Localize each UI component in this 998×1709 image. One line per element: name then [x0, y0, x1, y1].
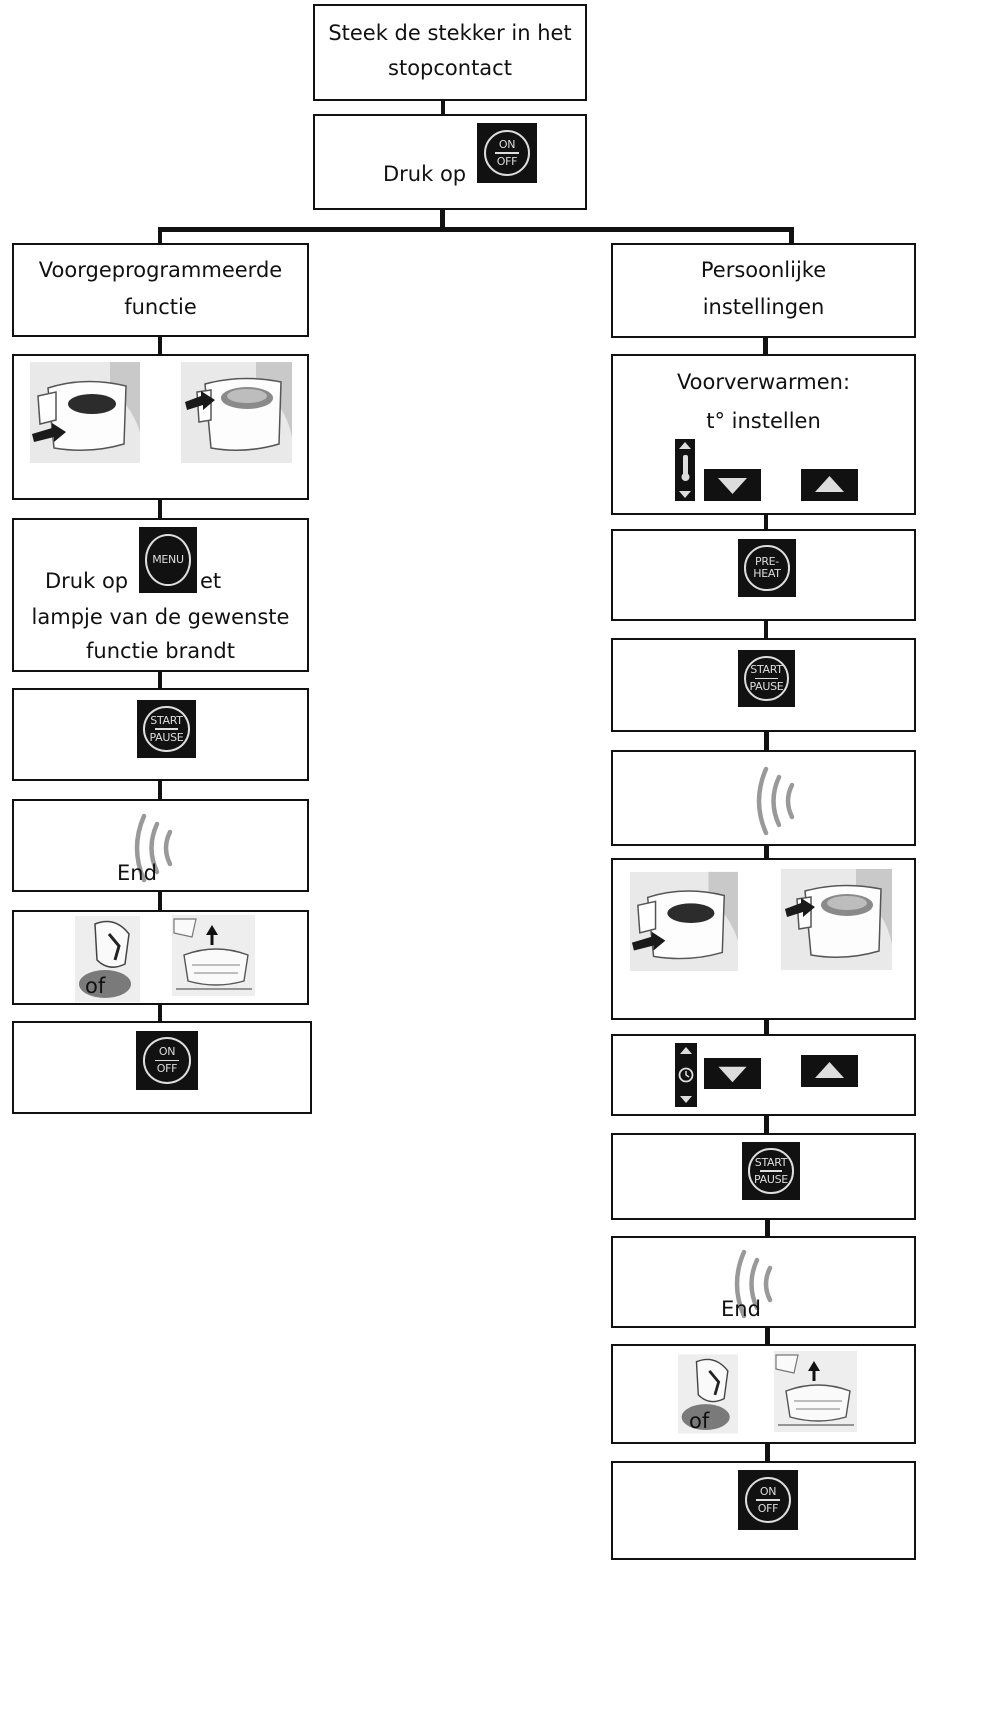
right-header-line1: Persoonlijke	[700, 258, 827, 282]
basket-lift-image	[774, 1351, 857, 1432]
tray-remove-image	[678, 1354, 738, 1434]
left-header-box	[12, 243, 309, 337]
step-power-on-label: Druk op	[383, 162, 467, 186]
step-plug-in-line2: stopcontact	[388, 56, 512, 80]
connector	[441, 101, 445, 114]
connector	[765, 1444, 770, 1461]
right-preheat-temp-box	[611, 354, 916, 515]
step-plug-in-line1: Steek de stekker in het	[328, 21, 572, 45]
connector	[158, 500, 162, 518]
right-timer-box	[611, 1034, 916, 1116]
left-header-line2: functie	[124, 295, 197, 319]
left-menu-line1-tail: et	[200, 569, 222, 593]
connector	[765, 1220, 770, 1236]
left-menu-line1-prefix: Druk op	[45, 569, 129, 593]
right-end-label: End	[721, 1297, 761, 1321]
step-power-on-box	[313, 114, 587, 210]
right-header-box	[611, 243, 916, 338]
timer-icon	[675, 1043, 697, 1107]
down-arrow-icon	[704, 469, 761, 501]
connector	[158, 781, 162, 799]
left-end-label: End	[117, 861, 157, 885]
connector	[158, 672, 162, 688]
connector	[764, 1116, 769, 1133]
step-plug-in-box	[313, 4, 587, 101]
up-arrow-icon	[801, 1055, 858, 1087]
left-menu-line2: lampje van de gewenste	[31, 605, 290, 629]
connector	[764, 621, 768, 638]
menu-icon: MENU	[139, 527, 197, 593]
connector	[158, 337, 162, 354]
left-clean-box	[12, 910, 309, 1005]
connector	[764, 515, 768, 529]
connector	[789, 227, 794, 244]
basket-insert-image	[781, 869, 892, 970]
connector	[440, 210, 445, 230]
connector	[764, 732, 769, 750]
right-preheat-line2: t° instellen	[706, 409, 821, 433]
right-or-label: of	[689, 1409, 710, 1433]
connector	[765, 1328, 770, 1344]
left-menu-line3: functie brandt	[86, 639, 235, 663]
beep-waves-icon	[756, 766, 795, 836]
connector	[158, 1005, 162, 1021]
tray-remove-image	[75, 916, 140, 1002]
connector	[158, 227, 162, 244]
basket-remove-image	[30, 362, 140, 463]
right-header-line2: instellingen	[702, 295, 825, 319]
connector	[158, 892, 162, 910]
left-end-box	[12, 799, 309, 892]
left-header-line1: Voorgeprogrammeerde	[38, 258, 283, 282]
thermometer-icon	[675, 439, 695, 501]
beep-waves-icon	[734, 1249, 773, 1319]
right-clean-box	[611, 1344, 916, 1444]
branch-line	[158, 227, 794, 232]
up-arrow-icon	[801, 469, 858, 501]
right-end-box	[611, 1236, 916, 1328]
beep-waves-icon	[134, 813, 173, 883]
connector	[763, 338, 768, 354]
basket-insert-image	[181, 362, 292, 463]
left-or-label: of	[85, 974, 106, 998]
preheat-icon: PRE-HEAT	[738, 539, 796, 597]
basket-remove-image	[630, 871, 738, 972]
down-arrow-icon	[704, 1058, 761, 1089]
right-preheat-line1: Voorverwarmen:	[676, 370, 851, 394]
basket-lift-image	[172, 915, 255, 996]
connector	[764, 846, 769, 858]
connector	[764, 1020, 769, 1034]
